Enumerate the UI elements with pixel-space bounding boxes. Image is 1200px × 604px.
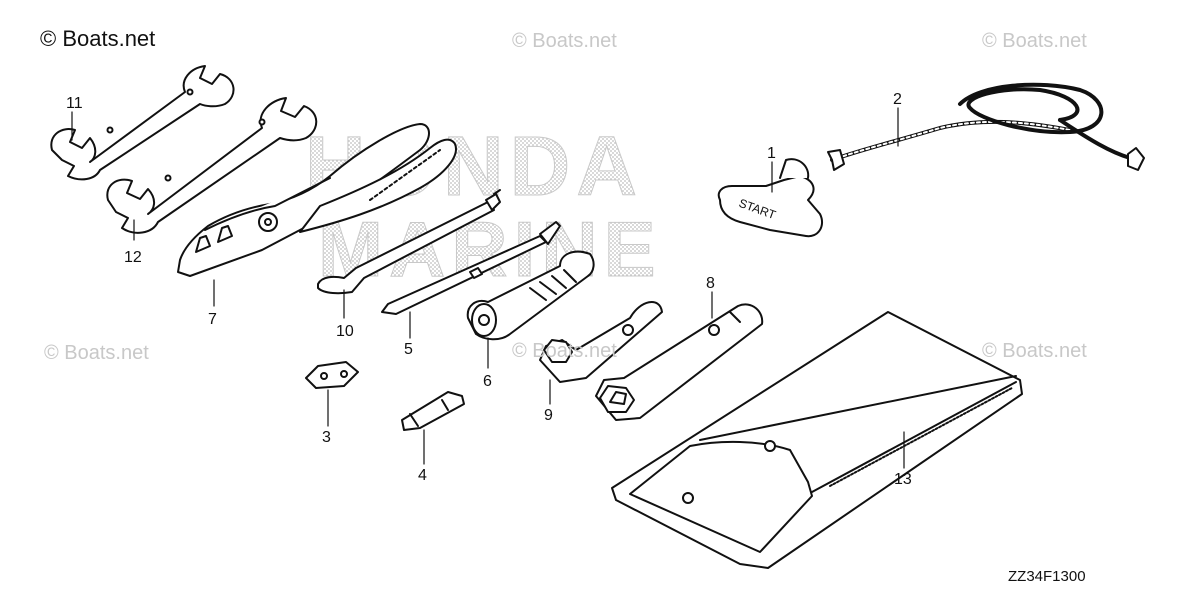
socket-handle (466, 250, 595, 341)
callout-12: 12 (124, 249, 142, 266)
screwdriver-phillips (381, 221, 561, 315)
callout-11: 11 (66, 95, 83, 112)
reference-code: ZZ34F1300 (1008, 568, 1086, 585)
clip-3 (305, 361, 359, 389)
callout-6: 6 (483, 373, 492, 390)
pliers (177, 123, 457, 277)
callout-8: 8 (706, 275, 715, 292)
screwdriver-flat (317, 189, 501, 295)
callout-3: 3 (322, 429, 331, 446)
callout-5: 5 (404, 341, 413, 358)
callout-1: 1 (767, 145, 776, 162)
callout-13: 13 (894, 471, 912, 488)
callout-2: 2 (893, 91, 902, 108)
leader-lines (71, 107, 905, 469)
wrench-large (106, 97, 318, 234)
watermark-main: © Boats.net (40, 26, 156, 51)
callout-4: 4 (418, 467, 427, 484)
callout-7: 7 (208, 311, 217, 328)
box-wrench (539, 301, 663, 383)
watermark-mid-left: © Boats.net (44, 342, 149, 364)
logo-word-marine: MARINE (318, 205, 662, 293)
tool-bag (611, 311, 1023, 569)
clip-4 (401, 391, 465, 431)
spark-plug-wrench (595, 303, 764, 421)
callout-10: 10 (336, 323, 354, 340)
starter-grip: START (717, 158, 824, 238)
emergency-rope (827, 82, 1145, 171)
callout-9: 9 (544, 407, 553, 424)
watermark-mid-right: © Boats.net (982, 340, 1087, 362)
wrench-small (50, 65, 235, 181)
watermark-top-center: © Boats.net (512, 30, 617, 52)
watermark-mid-center: © Boats.net (512, 340, 617, 362)
watermark-top-right: © Boats.net (982, 30, 1087, 52)
